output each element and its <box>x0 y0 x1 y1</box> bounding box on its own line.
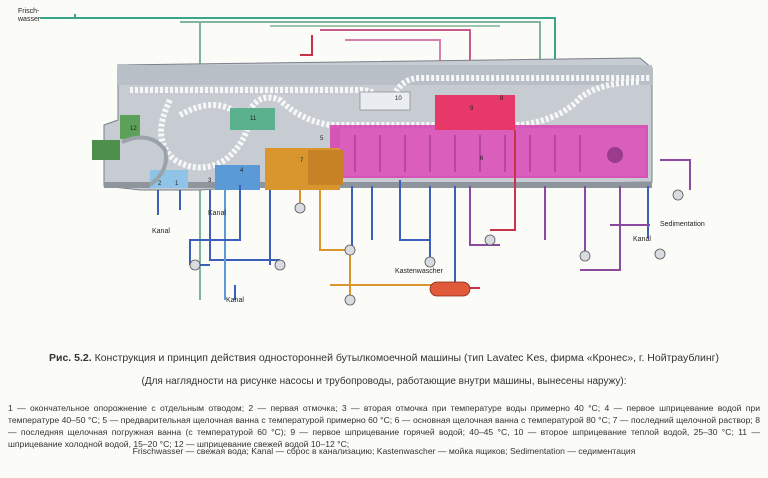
kanal-label: Kanal <box>226 297 244 304</box>
figure-terms: Frischwasser — свежая вода; Kanal — сбро… <box>132 446 636 456</box>
figure-caption-title: Рис. 5.2. Конструкция и принцип действия… <box>8 352 760 364</box>
spray-bars <box>354 135 581 172</box>
kastenwascher-tank <box>429 281 471 297</box>
zone-number: 2 <box>158 181 162 187</box>
zone-number: 3 <box>208 178 212 184</box>
zone-numbers: 1 2 3 4 5 6 7 8 9 10 11 12 <box>130 96 504 187</box>
kastenwascher-label: Kastenwascher <box>395 268 443 275</box>
zone-number: 5 <box>320 136 324 142</box>
tanks <box>150 91 648 190</box>
zone-number: 11 <box>250 116 257 122</box>
kanal-label: Kanal <box>152 228 170 235</box>
bottle-conveyor-chain <box>130 75 650 171</box>
zone-number: 4 <box>240 168 244 174</box>
sedimentation-label: Sedimentation <box>660 221 705 228</box>
pumps <box>189 189 684 306</box>
zone-number: 12 <box>130 126 137 132</box>
zone-number: 9 <box>470 106 474 112</box>
kanal-label: Kanal <box>208 210 226 217</box>
zone-number: 6 <box>480 156 484 162</box>
zone-number: 8 <box>500 96 504 102</box>
bottle-washer-diagram: 1 2 3 4 5 6 7 8 9 10 11 12 <box>40 14 691 306</box>
figure-caption-subtitle: (Для наглядности на рисунке насосы и тру… <box>141 376 627 387</box>
kanal-label: Kanal <box>633 236 651 243</box>
figure-number: Рис. 5.2. <box>49 352 92 364</box>
zone-number: 1 <box>175 181 179 187</box>
zone-number: 7 <box>300 158 304 164</box>
zone-number: 10 <box>395 96 402 102</box>
circulation-pipes <box>157 130 691 300</box>
figure-legend: 1 — окончательное опорожнение с отдельны… <box>8 403 760 449</box>
infeed-discharge <box>92 115 168 187</box>
figure-title: Конструкция и принцип действия односторо… <box>94 352 719 364</box>
frischwasser-label: Frisch- wasser <box>18 8 41 23</box>
